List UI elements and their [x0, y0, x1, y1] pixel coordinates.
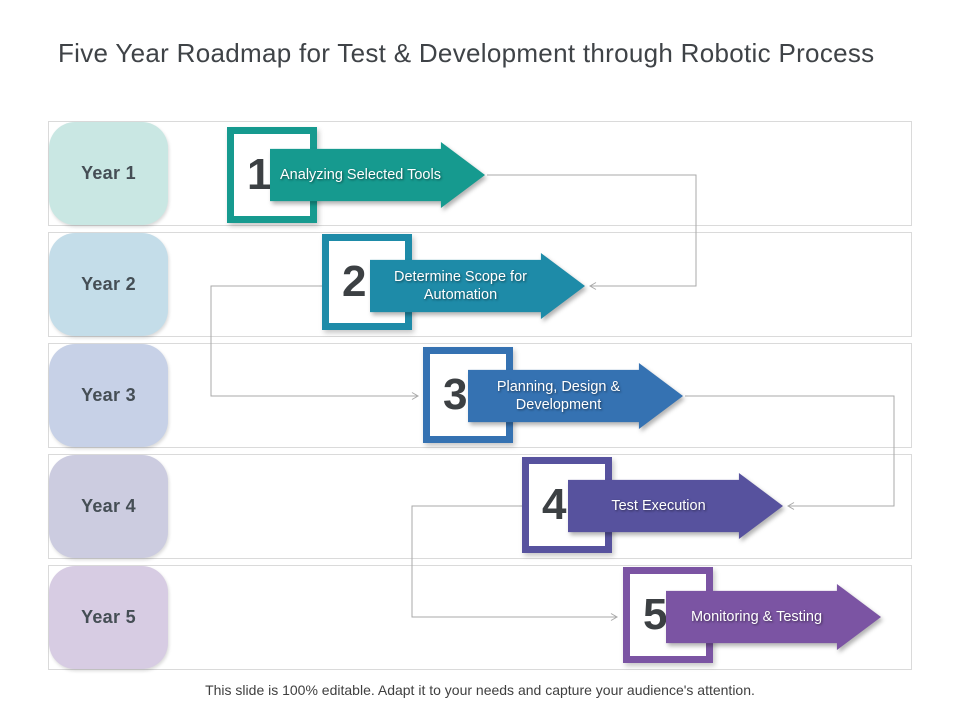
year-3-label: Year 3 [81, 385, 136, 405]
year-3-badge: Year 3 [49, 344, 168, 447]
year-5-badge: Year 5 [49, 566, 168, 669]
step-3-arrow: Planning, Design & Development [468, 363, 683, 429]
step-1-arrow-shape: Analyzing Selected Tools [270, 142, 485, 208]
step-5-arrow: Monitoring & Testing [666, 584, 881, 650]
step-4-number: 4 [542, 480, 567, 529]
timeline-row-1: Year 1 [48, 121, 912, 226]
year-2-badge: Year 2 [49, 233, 168, 336]
step-1-label: Analyzing Selected Tools [280, 166, 441, 183]
step-1-number: 1 [247, 150, 272, 199]
step-1-arrow: Analyzing Selected Tools [270, 142, 485, 208]
page-title: Five Year Roadmap for Test & Development… [58, 38, 875, 68]
year-4-badge: Year 4 [49, 455, 168, 558]
step-2-arrow-shape: Determine Scope for Automation [370, 253, 585, 319]
footer-note: This slide is 100% editable. Adapt it to… [205, 682, 755, 698]
step-2-number: 2 [342, 257, 367, 306]
step-4-arrow: Test Execution [568, 473, 783, 539]
year-2-label: Year 2 [81, 274, 136, 294]
step-5-number: 5 [643, 590, 668, 639]
step-5-arrow-shape: Monitoring & Testing [666, 584, 881, 650]
step-5-label: Monitoring & Testing [690, 608, 823, 625]
step-2-arrow: Determine Scope for Automation [370, 253, 585, 319]
step-3-label: Planning, Design & Development [496, 378, 621, 413]
year-5-label: Year 5 [81, 607, 136, 627]
step-3-arrow-shape: Planning, Design & Development [468, 363, 683, 429]
step-2-label: Determine Scope for Automation [394, 268, 527, 303]
timeline-row-2: Year 2 [48, 232, 912, 337]
year-1-label: Year 1 [81, 163, 136, 183]
step-4-label: Test Execution [611, 497, 706, 514]
year-1-badge: Year 1 [49, 122, 168, 225]
step-3-number: 3 [443, 370, 468, 419]
year-4-label: Year 4 [81, 496, 136, 516]
step-4-arrow-shape: Test Execution [568, 473, 783, 539]
